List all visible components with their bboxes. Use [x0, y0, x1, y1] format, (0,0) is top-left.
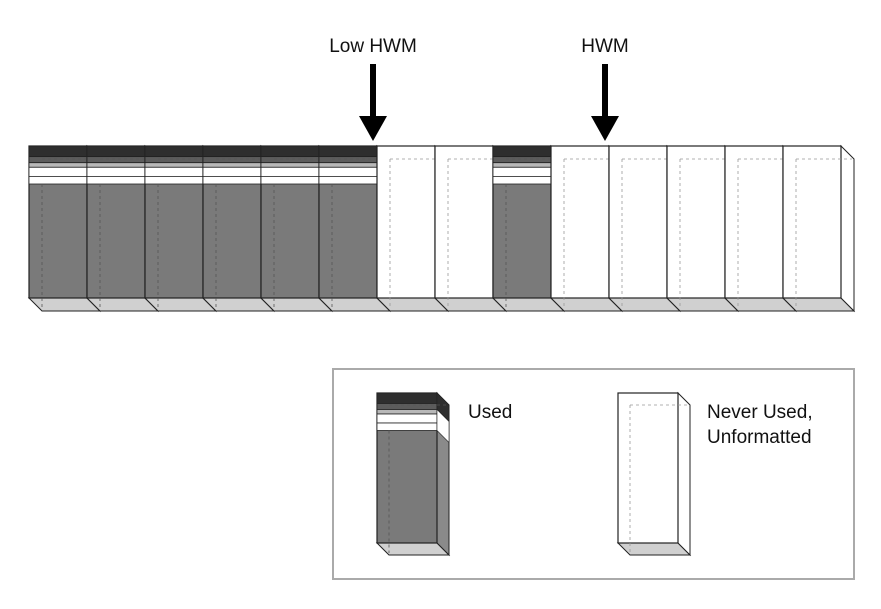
legend-used-label: Used	[468, 402, 512, 423]
segment-blocks	[27, 144, 856, 313]
legend-never-used-block-icon	[616, 391, 692, 557]
legend-never-used-label-line2: Unformatted	[707, 427, 812, 448]
legend-never-used-swatch-shape	[616, 391, 692, 557]
legend-used-block-icon	[375, 391, 451, 557]
hwm-label: HWM	[581, 36, 628, 57]
legend-used-swatch-shape	[375, 391, 451, 557]
low-hwm-label: Low HWM	[329, 36, 417, 57]
low-hwm-arrow-icon	[359, 64, 387, 141]
segment-block-14-never-used	[781, 144, 856, 313]
legend-never-used-label-line1: Never Used,	[707, 402, 813, 423]
hwm-arrow-icon	[591, 64, 619, 141]
